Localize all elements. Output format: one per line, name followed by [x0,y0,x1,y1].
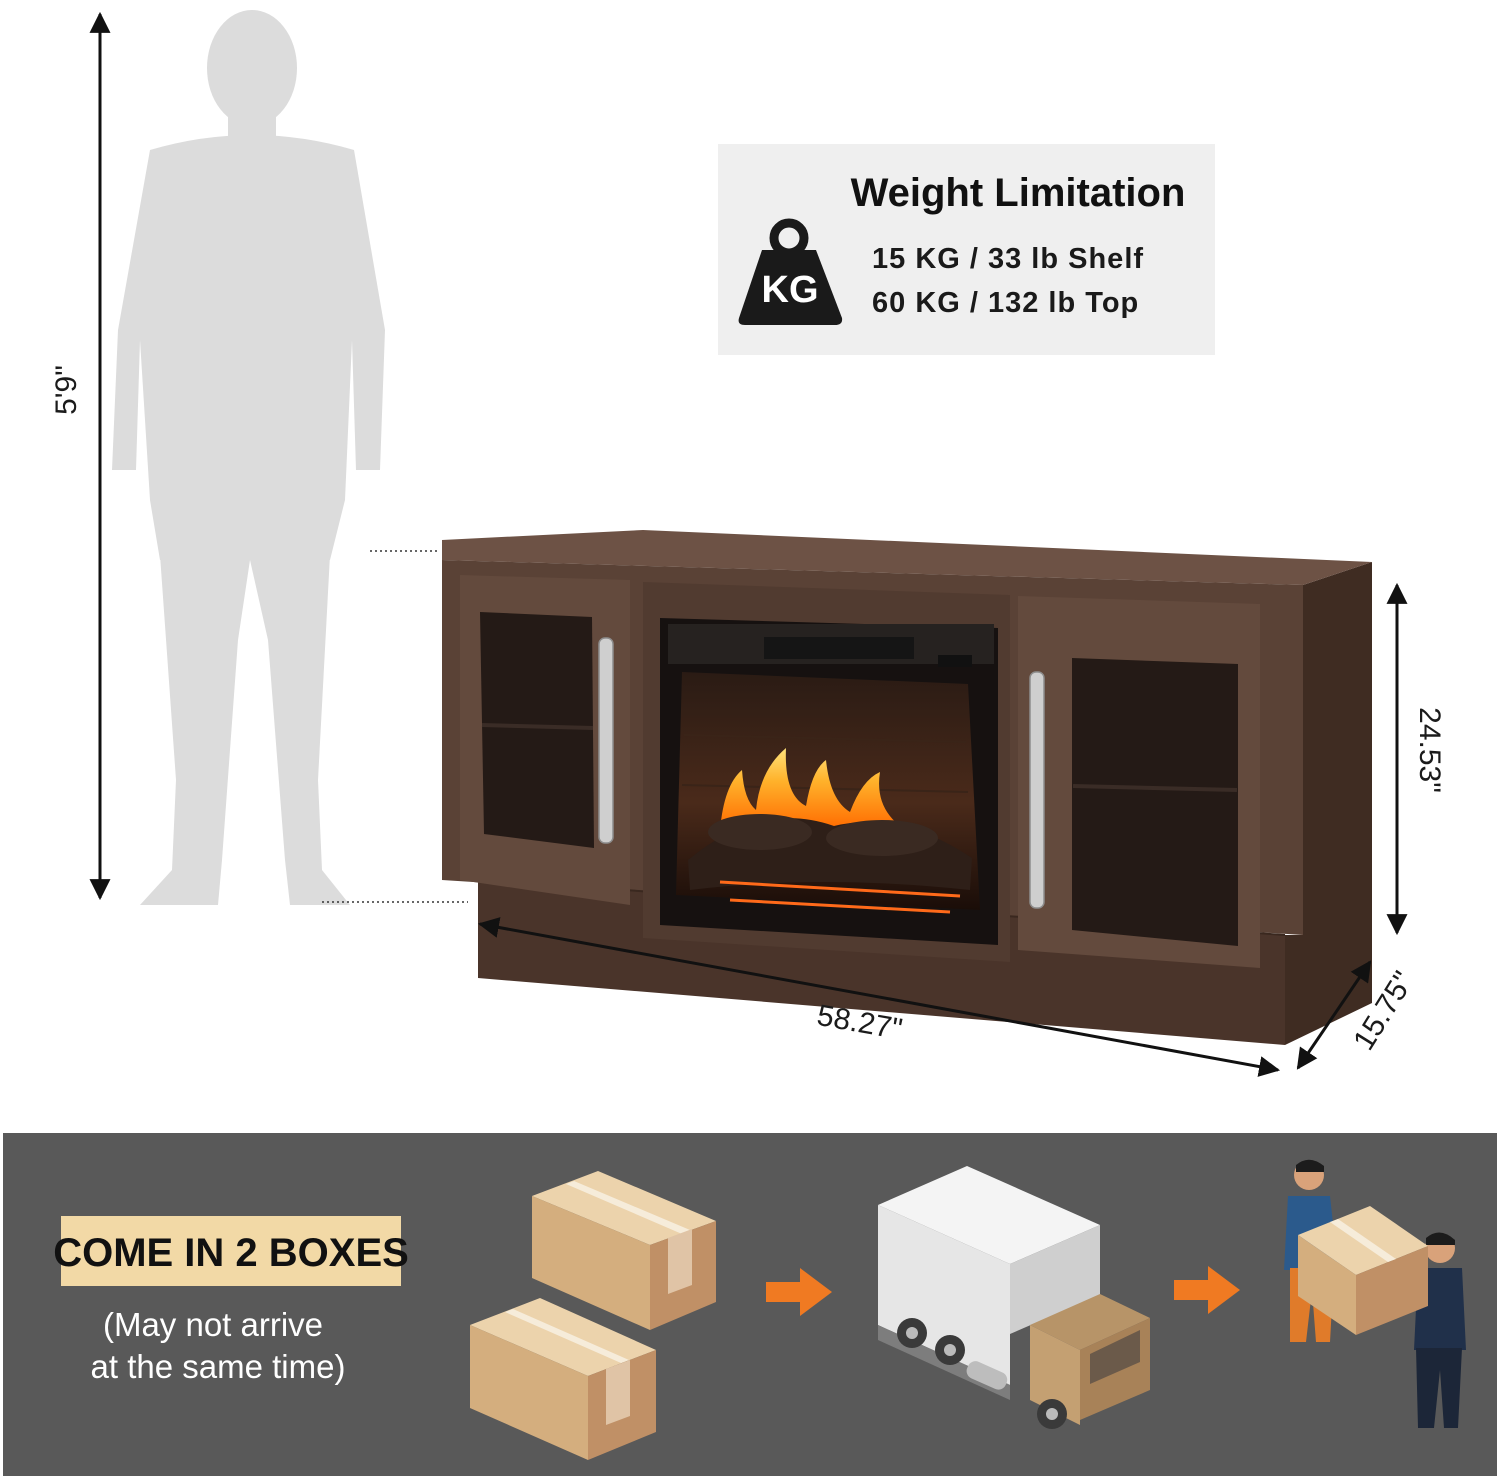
tv-stand-fireplace [442,530,1372,1045]
shipping-arrow-1 [766,1268,832,1316]
cardboard-box-2 [470,1298,656,1460]
weight-top-line: 60 KG / 132 lb Top [872,287,1139,319]
right-glass-door [1018,596,1260,968]
fireplace-flames [720,748,906,830]
fireplace-logs [688,814,972,890]
shipping-arrow-2 [1174,1266,1240,1314]
shipping-note-line2: at the same time) [91,1348,346,1385]
weight-kg-icon: KG [738,218,843,325]
weight-limitation-title: Weight Limitation [851,171,1186,215]
shipping-note-line1: (May not arrive [103,1306,323,1343]
come-in-2-boxes-title: COME IN 2 BOXES [53,1231,409,1275]
right-door-handle [1029,671,1045,909]
left-glass-door [460,575,630,905]
fireplace-control-panel [938,655,972,667]
stand-height-label: 24.53" [1413,707,1446,793]
come-in-2-boxes-label [61,1216,401,1286]
shipping-band: COME IN 2 BOXES (May not arrive at the s… [3,1133,1497,1476]
stand-width-arrow [477,917,1281,1077]
delivery-truck [878,1166,1150,1429]
cardboard-box-1 [532,1171,716,1330]
weight-limitation-panel: Weight Limitation KG 15 KG / 33 lb Shelf… [718,144,1215,355]
delivery-workers [1284,1159,1466,1428]
person-silhouette [112,10,385,905]
fireplace-insert [643,582,1010,962]
weight-shelf-line: 15 KG / 33 lb Shelf [872,243,1144,275]
stand-depth-arrow [1296,960,1372,1070]
weight-kg-icon-label: KG [762,269,819,311]
person-height-label: 5'9" [50,365,83,415]
left-door-handle [598,637,614,844]
